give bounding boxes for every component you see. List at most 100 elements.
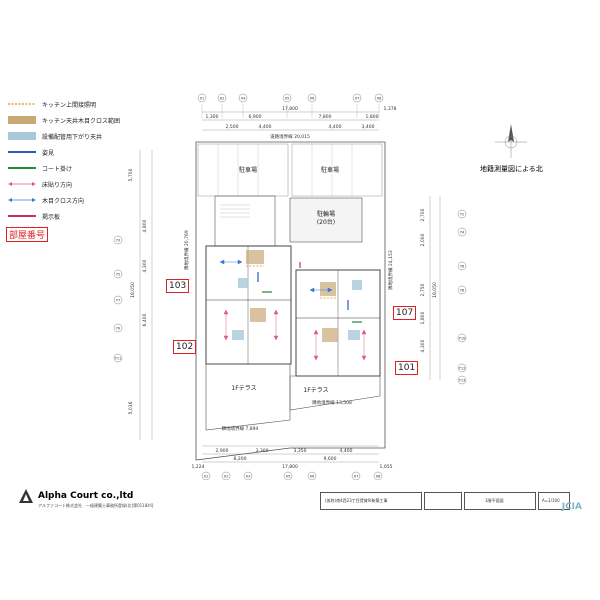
north-indicator: 地籍測量図による北: [480, 122, 543, 174]
legend-label: 設備配管用下がり天井: [42, 133, 103, 141]
project-name: (仮称)南4西23丁目賃貸Ⅳ新築工事: [325, 498, 388, 503]
floor-plan-drawing: X1 X2 X4 X5 X6 X7 X8 17,800 1,378 1,300 …: [113, 93, 467, 480]
grid-label: Y13: [459, 379, 466, 383]
triangle-logo-icon: [19, 489, 33, 503]
grid-label: Y10: [459, 337, 466, 341]
grid-label: X2: [220, 97, 225, 101]
dimension-label: 3,300: [256, 448, 269, 454]
dashed-line-icon: [6, 99, 38, 109]
dimension-label: 2,900: [216, 448, 229, 454]
dimension-label: 1,800: [420, 311, 426, 324]
legend-label: 床貼り方向: [42, 181, 73, 189]
grid-label: X8: [376, 475, 381, 479]
grid-label: Y7: [116, 299, 120, 303]
dimension-label: 4,400: [329, 124, 342, 130]
dimension-label: 3,350: [294, 448, 307, 454]
compass-icon: [495, 124, 528, 158]
grid-label: X7: [355, 97, 360, 101]
boundary-right: 隣地境界線 24,153: [387, 250, 394, 290]
legend-label: 姿見: [42, 149, 55, 157]
dim-right-total: 18,050: [432, 282, 438, 298]
dimension-label: 2,700: [420, 208, 426, 221]
company-name: Alpha Court co.,ltd: [38, 491, 134, 501]
sheet-title-cell: 1階平面図: [464, 492, 536, 510]
company-registration: アルファコート株式会社 一級建築士事務所登録(北)第01184号: [38, 503, 154, 508]
legend-item: 床貼り方向: [6, 176, 131, 192]
room-103-badge: 103: [166, 279, 190, 293]
room-101-badge: 101: [395, 361, 419, 375]
line-icon: [6, 211, 38, 221]
dimension-label: 8,200: [234, 456, 247, 462]
grid-label: X7: [354, 475, 359, 479]
room-102-badge: 102: [173, 340, 197, 354]
legend-item: キッチン上間接照明: [6, 96, 131, 112]
dimension-label: 5,016: [128, 401, 134, 414]
legend-item: キッチン天井木目クロス範囲: [6, 112, 131, 128]
grid-label: Y12: [459, 367, 466, 371]
dim-top-total: 17,800: [282, 106, 298, 112]
legend-label: キッチン上間接照明: [42, 101, 97, 109]
legend-label: キッチン天井木目クロス範囲: [42, 117, 121, 125]
grid-label: X3: [246, 475, 251, 479]
fill-swatch-icon: [6, 115, 38, 125]
title-block: Alpha Court co.,ltd アルファコート株式会社 一級建築士事務所…: [0, 478, 600, 600]
grid-label: X2: [224, 475, 229, 479]
dimension-label: 6,900: [249, 114, 262, 120]
stamp-cell: [424, 492, 462, 510]
legend-item: 木目クロス方向: [6, 192, 131, 208]
dimension-label: 5,700: [128, 168, 134, 181]
bicycle-capacity: (20台): [317, 218, 335, 226]
legend-item: 設備配管用下がり天井: [6, 128, 131, 144]
dim-bottom-right: 1,055: [380, 464, 393, 470]
boundary-bottom-left: 隣地境界線 7,894: [222, 425, 259, 432]
grid-label: Y8: [460, 289, 464, 293]
boundary-left: 隣地境界線 20,769: [183, 230, 190, 270]
legend-item: コート掛け: [6, 160, 131, 176]
legend-label: 掲示板: [42, 213, 61, 221]
room-107-badge: 107: [393, 306, 417, 320]
terrace-right-label: 1Fテラス: [303, 387, 328, 394]
grid-label: Y6: [460, 265, 464, 269]
grid-label: X5: [285, 97, 290, 101]
grid-label: X1: [204, 475, 209, 479]
double-arrow-icon: [6, 195, 38, 205]
grid-label: Y3: [116, 239, 120, 243]
legend-label: 木目クロス方向: [42, 197, 85, 205]
terrace-left-label: 1Fテラス: [231, 385, 256, 392]
grid-label: X8: [377, 97, 382, 101]
double-arrow-icon: [6, 179, 38, 189]
parking-left-label: 駐車場: [239, 166, 257, 174]
dimension-label: 4,300: [142, 259, 148, 272]
road-boundary-top: 道路境界線 20,015: [270, 133, 310, 140]
line-icon: [6, 163, 38, 173]
dimension-label: 2,750: [420, 283, 426, 296]
legend: キッチン上間接照明 キッチン天井木目クロス範囲 設備配管用下がり天井 姿見 コー…: [6, 96, 131, 242]
dimension-label: 4,400: [340, 448, 353, 454]
grid-label: X5: [286, 475, 291, 479]
boundary-bottom-right: 隣地境界線 13,508: [312, 399, 352, 406]
jcia-mark: JCIA: [561, 502, 582, 512]
legend-item: 掲示板: [6, 208, 131, 224]
grid-label: X6: [310, 475, 315, 479]
dim-top-right: 1,378: [384, 106, 397, 112]
dimension-label: 7,800: [319, 114, 332, 120]
dimension-label: 3,400: [362, 124, 375, 130]
dimension-label: 6,400: [142, 313, 148, 326]
line-icon: [6, 147, 38, 157]
dimension-label: 2,500: [226, 124, 239, 130]
company-logo: Alpha Court co.,ltd: [18, 488, 133, 504]
grid-label: X4: [241, 97, 246, 101]
grid-label: Y5: [116, 273, 120, 277]
project-cell: (仮称)南4西23丁目賃貸Ⅳ新築工事: [320, 492, 422, 510]
dimension-label: 9,600: [324, 456, 337, 462]
north-label: 地籍測量図による北: [480, 165, 543, 173]
dimension-label: 2,000: [420, 233, 426, 246]
dim-bottom-total: 17,800: [282, 464, 298, 470]
fill-swatch-icon: [6, 131, 38, 141]
scale-cell: A=1/100: [538, 492, 570, 510]
bicycle-parking-label: 駐輪場: [317, 210, 335, 218]
room-number-legend: 部屋番号: [6, 226, 49, 242]
parking-right-label: 駐車場: [321, 166, 339, 174]
dimension-label: 4,300: [420, 339, 426, 352]
